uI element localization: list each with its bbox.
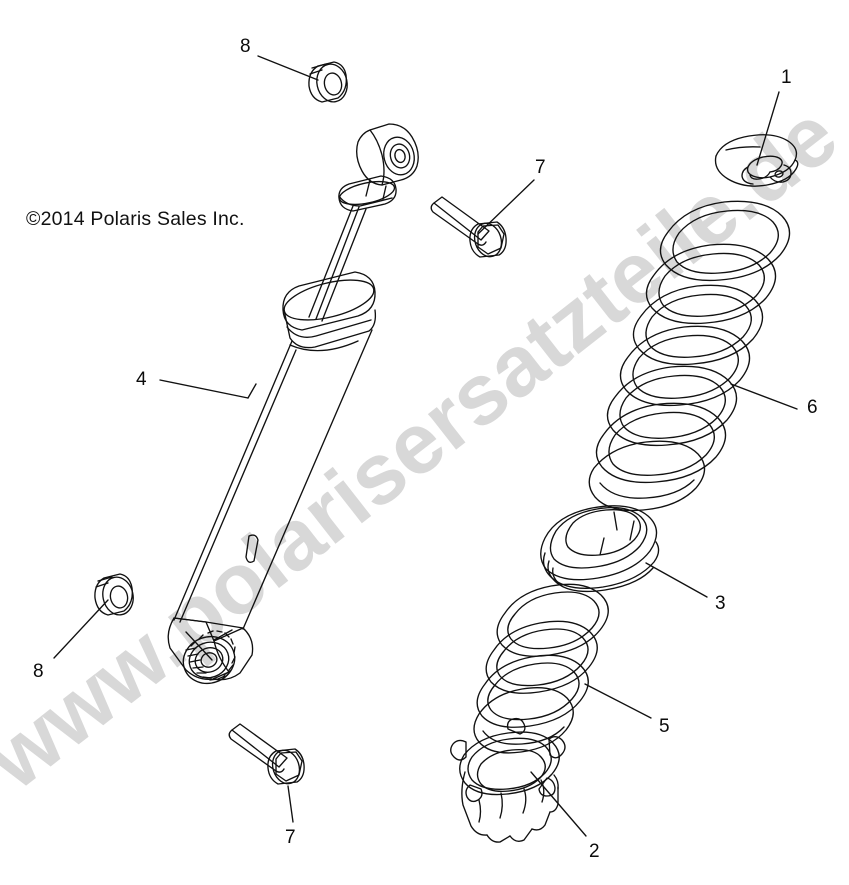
part-4-shock-absorber [167,123,419,685]
callout-label-3: 3 [715,593,726,614]
callout-label-8-lower: 8 [33,661,44,682]
callout-label-7-lower: 7 [285,827,296,848]
copyright-notice: ©2014 Polaris Sales Inc. [26,208,245,230]
part-1-spring-retainer [714,134,799,187]
callout-label-4: 4 [136,369,147,390]
leader-1 [756,91,780,166]
part-6-upper-spring [588,200,791,512]
leader-7b [287,785,294,823]
callout-label-1: 1 [781,67,792,88]
leader-8b [53,599,109,659]
callout-label-7-upper: 7 [535,157,546,178]
leader-4-tick [247,383,257,399]
part-5-lower-spring [473,583,609,754]
part-3-spring-divider [540,505,660,593]
part-2-spring-seat-cup [450,717,566,843]
leader-4 [159,379,249,399]
callout-label-8-upper: 8 [240,36,251,57]
leader-2 [530,771,587,837]
part-7-lower-bolt [228,723,305,785]
leader-8a [257,55,319,81]
callout-label-5: 5 [659,716,670,737]
part-8-upper-bushing [308,61,348,103]
callout-label-6: 6 [807,397,818,418]
part-7-upper-bolt [430,196,507,258]
leader-6 [730,383,798,410]
callout-label-2: 2 [589,841,600,862]
part-8-lower-bushing [94,573,134,616]
leader-5 [584,683,652,719]
leader-7a [477,179,535,235]
leader-3 [645,562,708,598]
